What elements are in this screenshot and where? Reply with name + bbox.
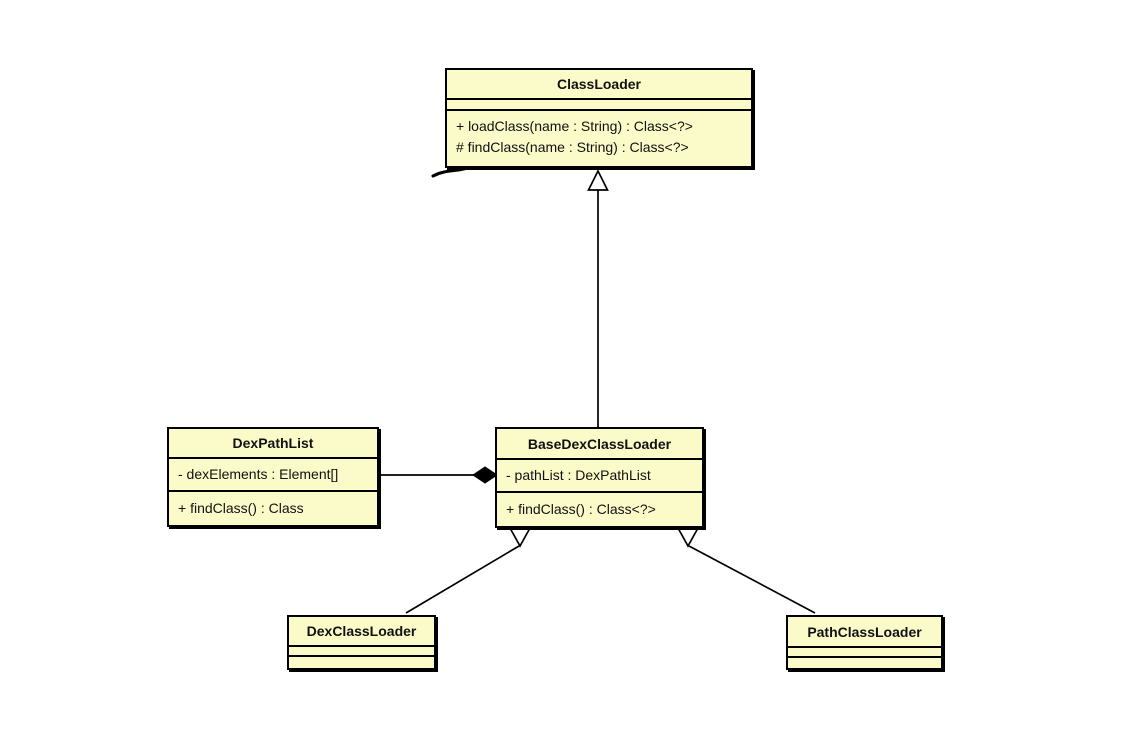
methods-section-empty [788,658,941,668]
attributes-section: - dexElements : Element[] [169,459,377,492]
methods-section-empty [289,657,434,668]
class-box-dexclassloader: DexClassLoader [287,615,436,670]
attributes-section-empty [289,647,434,657]
class-method: + loadClass(name : String) : Class<?> [456,118,693,134]
class-method: + findClass() : Class [178,500,304,516]
class-title: ClassLoader [447,70,751,100]
class-box-dexpathlist: DexPathList - dexElements : Element[] + … [167,427,379,527]
generalization-line-pathclassloader [688,545,816,614]
generalization-line-dexclassloader [405,545,520,614]
methods-section: + loadClass(name : String) : Class<?> # … [447,111,751,166]
composition-diamond-icon [472,466,498,484]
class-box-classloader: ClassLoader + loadClass(name : String) :… [445,68,753,168]
generalization-triangle-classloader [587,169,609,191]
attributes-section-empty [447,100,751,111]
class-attribute: - pathList : DexPathList [506,467,651,483]
generalization-triangle-basedex-left [508,527,532,548]
class-title: BaseDexClassLoader [497,429,702,460]
class-title: DexPathList [169,429,377,459]
generalization-triangle-basedex-right [676,527,700,548]
attributes-section: - pathList : DexPathList [497,460,702,493]
methods-section: + findClass() : Class [169,492,377,525]
class-title: PathClassLoader [788,617,941,648]
class-title: DexClassLoader [289,617,434,647]
class-method: # findClass(name : String) : Class<?> [456,139,689,155]
class-box-pathclassloader: PathClassLoader [786,615,943,670]
class-attribute: - dexElements : Element[] [178,466,339,482]
stray-stroke-artifact [431,165,472,178]
class-box-basedexclassloader: BaseDexClassLoader - pathList : DexPathL… [495,427,704,528]
methods-section: + findClass() : Class<?> [497,493,702,526]
class-method: + findClass() : Class<?> [506,501,656,517]
attributes-section-empty [788,648,941,658]
